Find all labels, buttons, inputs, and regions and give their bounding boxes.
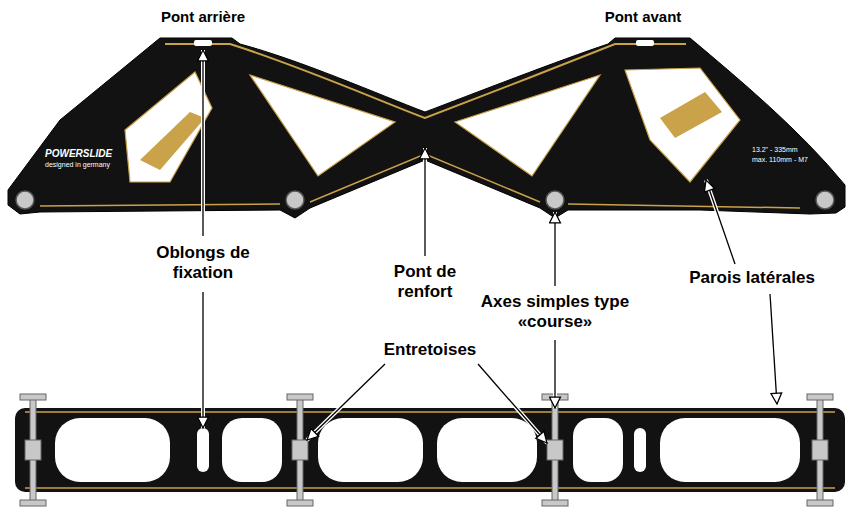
gold-surface bbox=[660, 92, 722, 138]
part-name: Axes simples type «course» bbox=[480, 292, 630, 331]
gold-surface bbox=[140, 112, 205, 170]
frame-window bbox=[55, 418, 800, 482]
brand-mark: designed in germany bbox=[45, 161, 125, 169]
frame-window bbox=[250, 75, 395, 176]
spec-text: 13.2" - 335mm bbox=[752, 146, 812, 154]
leader-halo bbox=[203, 50, 777, 443]
part-name: Pont arrière bbox=[138, 8, 268, 25]
part-name: Pont de renfort bbox=[370, 262, 480, 301]
gold-edge bbox=[25, 412, 835, 488]
frame-body bbox=[15, 408, 845, 492]
brand-mark: POWERSLIDE bbox=[45, 148, 125, 160]
part-name: Oblongs de fixation bbox=[143, 243, 263, 282]
gold-edge bbox=[165, 44, 686, 118]
part-name: Entretoises bbox=[365, 340, 495, 360]
spec-text: max. 110mm - M7 bbox=[752, 156, 812, 164]
axle-assembly bbox=[20, 394, 833, 506]
frame-window bbox=[455, 75, 600, 176]
frame-window bbox=[625, 68, 740, 182]
top-view-frame bbox=[15, 394, 845, 506]
mount-slot bbox=[194, 40, 212, 46]
part-name: Parois latérales bbox=[667, 268, 837, 288]
leader-line bbox=[203, 50, 777, 443]
mount-slot bbox=[636, 40, 654, 46]
frame-window bbox=[125, 72, 212, 182]
part-name: Pont avant bbox=[578, 8, 708, 25]
